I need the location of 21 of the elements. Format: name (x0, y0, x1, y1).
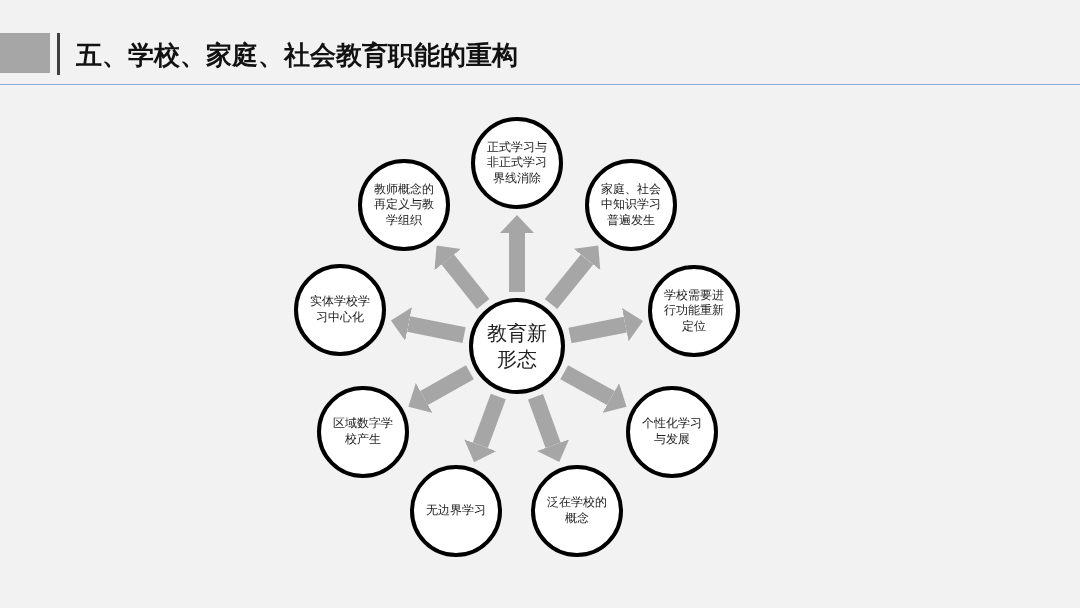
concept-label: 教师概念的再定义与教学组织 (373, 181, 435, 229)
block-arrow (464, 393, 506, 463)
concept-label: 实体学校学习中心化 (309, 294, 371, 326)
block-arrow (390, 307, 466, 344)
concept-label: 正式学习与非正式学习界线消除 (486, 139, 548, 187)
concept-label: 无边界学习 (425, 503, 487, 519)
block-arrow (434, 245, 490, 309)
concept-label: 泛在学校的概念 (546, 495, 608, 527)
block-arrow (500, 215, 534, 292)
block-arrow (544, 245, 601, 310)
concept-label: 学校需要进行功能重新定位 (663, 287, 725, 335)
center-label: 教育新形态 (486, 321, 548, 372)
concept-circle (469, 298, 565, 394)
concept-label: 家庭、社会中知识学习普遍发生 (600, 181, 662, 229)
block-arrow (560, 365, 627, 413)
concept-label: 个性化学习与发展 (641, 416, 703, 448)
block-arrow (568, 307, 643, 344)
slide-title: 五、学校、家庭、社会教育职能的重构 (76, 39, 518, 72)
block-arrow (528, 393, 570, 463)
block-arrow (408, 365, 474, 413)
concept-label: 区域数字学校产生 (332, 416, 394, 448)
